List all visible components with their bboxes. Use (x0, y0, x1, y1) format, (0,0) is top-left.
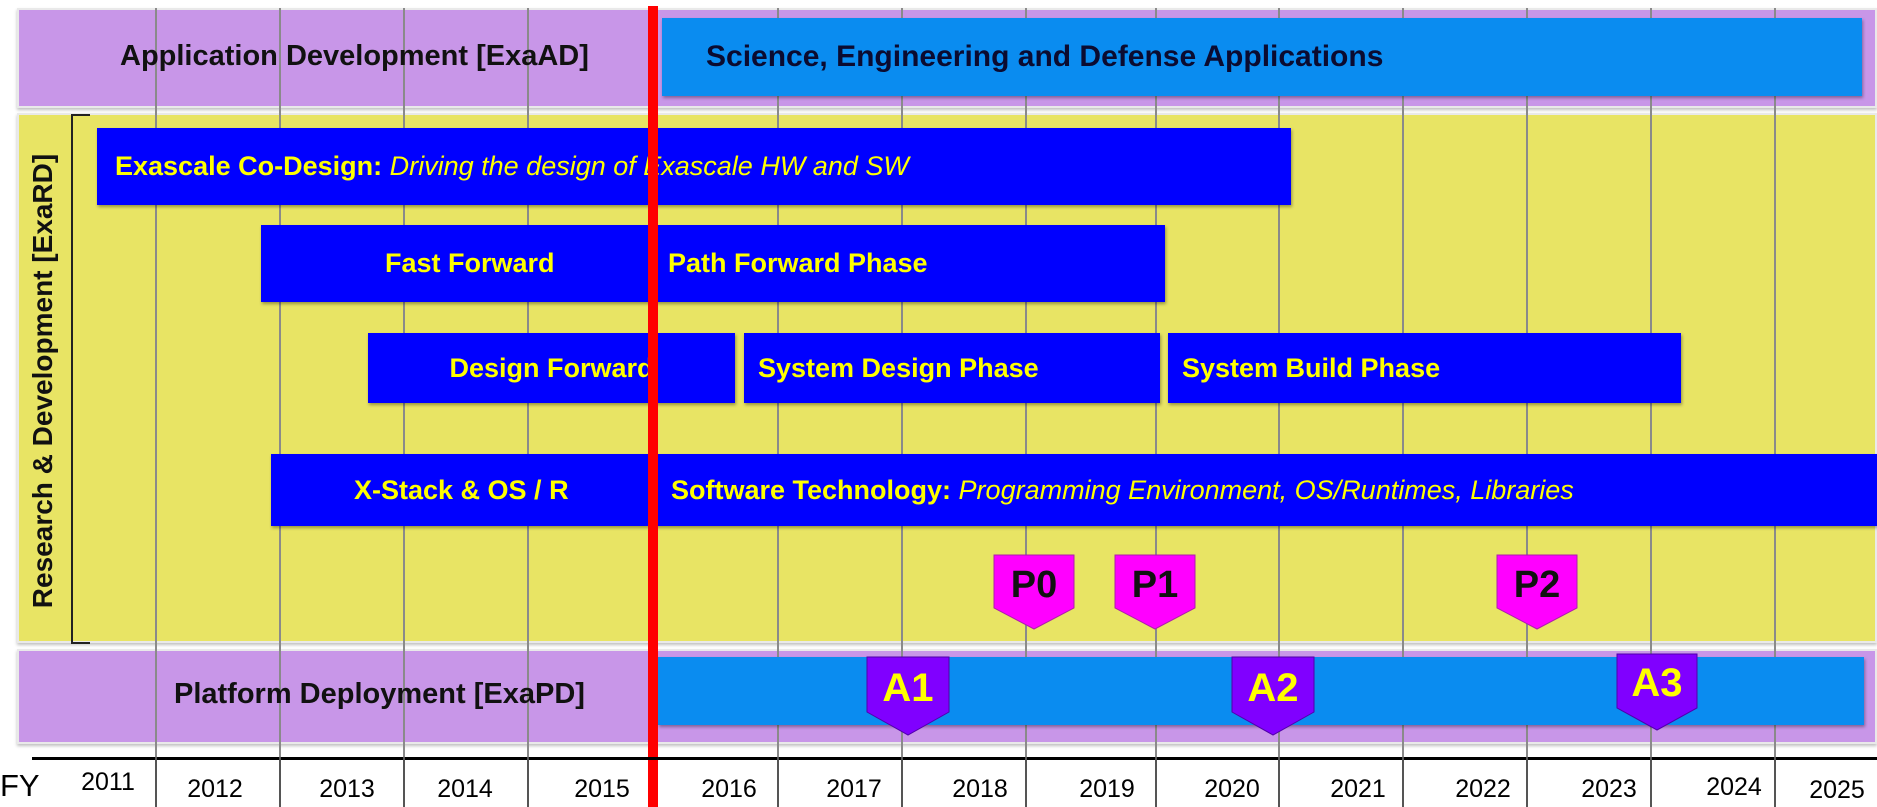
axis-tick (403, 757, 405, 807)
milestone-p1-label: P1 (1131, 564, 1179, 606)
year-label: 2023 (1581, 775, 1637, 803)
software-italic-text: Programming Environment, OS/Runtimes, Li… (958, 474, 1574, 505)
axis-tick (1155, 757, 1157, 807)
software-bold-text: Software Technology: (671, 474, 952, 505)
milestone-pentagon-icon (1616, 653, 1698, 731)
axis-tick (1774, 757, 1776, 807)
codesign-bold-text: Exascale Co-Design: (115, 151, 383, 181)
axis-tick (1025, 757, 1027, 807)
bracket-icon (71, 114, 90, 644)
milestone-p0-label: P0 (1010, 564, 1058, 606)
system-build-text: System Build Phase (1182, 352, 1441, 383)
year-label: 2011 (81, 768, 135, 796)
current-year-marker (648, 6, 658, 807)
software-technology-text: Software Technology: Programming Environ… (671, 475, 1574, 506)
fy-label: FY (0, 768, 40, 803)
year-label: 2021 (1330, 775, 1386, 803)
axis-tick (1278, 757, 1280, 807)
milestone-a2-label: A2 (1247, 666, 1299, 710)
axis-tick (777, 757, 779, 807)
year-label: 2016 (701, 775, 757, 803)
milestone-a1: A1 (866, 656, 950, 736)
axis-tick (279, 757, 281, 807)
gridline (155, 8, 157, 807)
gridline (1155, 8, 1157, 807)
year-label: 2025 (1809, 776, 1865, 804)
design-forward-bar: Design Forward (368, 333, 735, 403)
milestone-p1: P1 (1114, 554, 1196, 630)
axis-tick (1650, 757, 1652, 807)
year-label: 2013 (319, 775, 375, 803)
gridline (1278, 8, 1280, 807)
application-development-label: Application Development [ExaAD] (120, 40, 589, 72)
gridline (1774, 8, 1776, 807)
fast-forward-text: Fast Forward (385, 248, 555, 278)
gridline (403, 8, 405, 807)
milestone-a3: A3 (1616, 653, 1698, 731)
milestone-a1-label: A1 (882, 666, 934, 710)
milestone-p0: P0 (993, 554, 1075, 630)
year-label: 2017 (826, 775, 882, 803)
year-label: 2014 (437, 775, 493, 803)
system-design-text: System Design Phase (758, 352, 1039, 383)
system-design-phase-bar: System Design Phase (744, 333, 1160, 403)
milestone-p2-label: P2 (1513, 564, 1561, 606)
year-label: 2019 (1079, 775, 1135, 803)
axis-tick (901, 757, 903, 807)
gridline (1650, 8, 1652, 807)
path-forward-text: Path Forward Phase (668, 248, 928, 278)
research-development-side-label: Research & Development [ExaRD] (27, 153, 58, 608)
fast-path-forward-bar: Fast Forward Path Forward Phase (261, 225, 1165, 302)
milestone-pentagon-icon (1114, 554, 1196, 630)
gridline (777, 8, 779, 807)
system-build-phase-bar: System Build Phase (1168, 333, 1681, 403)
year-label: 2018 (952, 775, 1008, 803)
exascale-codesign-bar: Exascale Co-Design: Driving the design o… (97, 128, 1291, 205)
milestone-pentagon-icon (1231, 656, 1315, 736)
gridline (1526, 8, 1528, 807)
gridline (527, 8, 529, 807)
milestone-pentagon-icon (866, 656, 950, 736)
axis-tick (1526, 757, 1528, 807)
software-technology-bar: X-Stack & OS / R Software Technology: Pr… (271, 454, 1877, 526)
year-label: 2020 (1204, 775, 1260, 803)
science-applications-bar: Science, Engineering and Defense Applica… (662, 18, 1862, 96)
axis-tick (155, 757, 157, 807)
xstack-text: X-Stack & OS / R (354, 474, 569, 505)
gridline (1402, 8, 1404, 807)
milestone-p2: P2 (1496, 554, 1578, 630)
year-label: 2022 (1455, 775, 1511, 803)
year-label: 2024 (1706, 773, 1762, 801)
axis-tick (527, 757, 529, 807)
year-label: 2012 (187, 775, 243, 803)
milestone-a3-label: A3 (1631, 661, 1683, 705)
design-forward-text: Design Forward (449, 352, 654, 383)
milestone-pentagon-icon (993, 554, 1075, 630)
gridline (901, 8, 903, 807)
year-label: 2015 (574, 775, 630, 803)
gridline (1025, 8, 1027, 807)
science-applications-text: Science, Engineering and Defense Applica… (706, 40, 1384, 73)
axis-tick (1402, 757, 1404, 807)
milestone-a2: A2 (1231, 656, 1315, 736)
research-development-side-label-wrap: Research & Development [ExaRD] (20, 118, 66, 643)
milestone-pentagon-icon (1496, 554, 1578, 630)
gridline (279, 8, 281, 807)
fy-axis-line (32, 757, 1877, 760)
platform-deployment-label: Platform Deployment [ExaPD] (174, 678, 585, 710)
